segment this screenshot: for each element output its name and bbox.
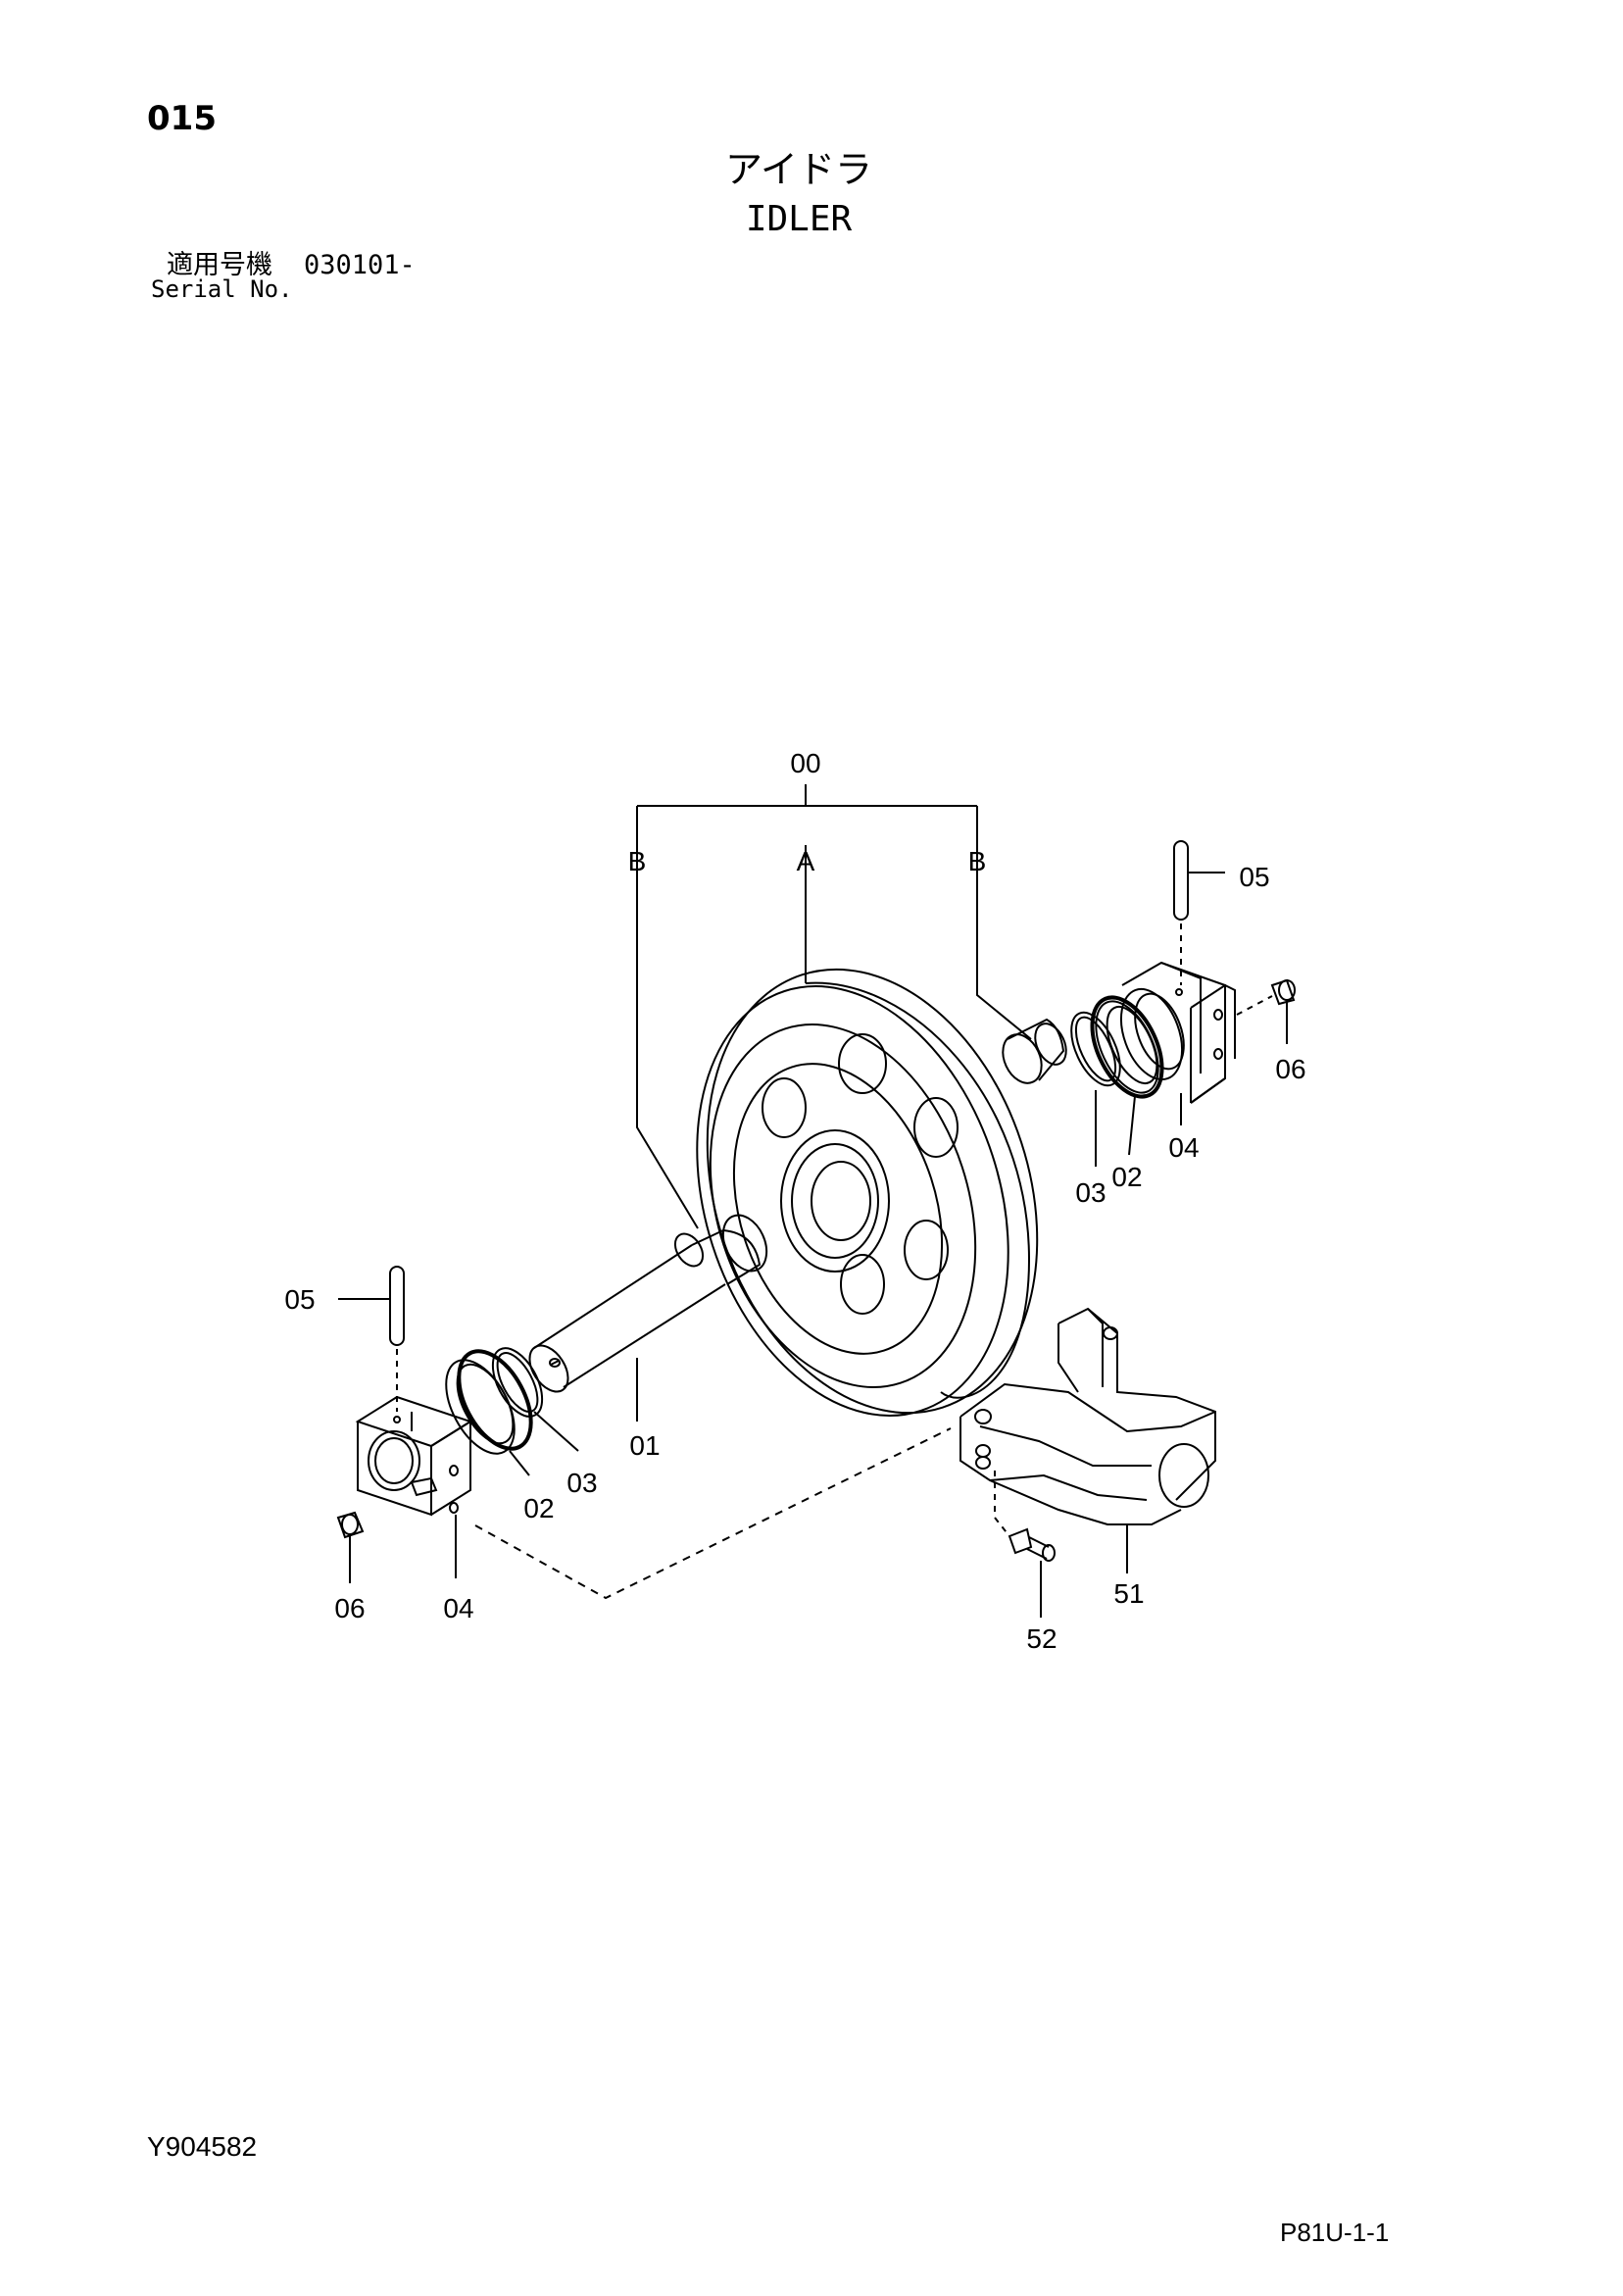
idler-support [959, 1307, 1216, 1525]
title-english: IDLER [745, 199, 853, 239]
callout-support: 51 [1113, 1578, 1144, 1609]
callout-group-b-right: B [968, 846, 987, 876]
callout-collar-left: 04 [443, 1593, 473, 1623]
seal-left [445, 1349, 533, 1455]
callout-shaft: 01 [629, 1430, 660, 1461]
callout-seal-right: 02 [1111, 1162, 1142, 1192]
idler-wheel [696, 845, 1039, 1417]
leader-seal-left [509, 1450, 530, 1476]
callout-group-b-left: B [628, 846, 647, 876]
plug-left [336, 1511, 365, 1539]
drawing-code: Y904582 [147, 2131, 258, 2162]
plug-right [1236, 978, 1296, 1016]
callout-bolt: 52 [1026, 1623, 1057, 1654]
shaft-end-right [1002, 1018, 1067, 1084]
page-code: P81U-1-1 [1280, 2218, 1390, 2247]
callout-group-a: A [797, 846, 815, 876]
leader-oring-left [533, 1411, 579, 1452]
callout-plug-right: 06 [1275, 1054, 1305, 1084]
callout-collar-right: 04 [1168, 1132, 1199, 1163]
title-japanese: アイドラ [724, 148, 873, 191]
collar-right [1119, 961, 1236, 1104]
callout-pin-right: 05 [1239, 862, 1269, 892]
o-ring-left [491, 1347, 544, 1418]
callout-plug-left: 06 [334, 1593, 365, 1623]
mounting-reference-line [474, 1427, 952, 1600]
callout-bracket [636, 784, 978, 845]
callout-oring-left: 03 [566, 1468, 597, 1498]
page-number: 015 [147, 99, 217, 138]
leader-b-left [636, 845, 699, 1229]
callout-pin-left: 05 [284, 1284, 315, 1315]
callout-seal-left: 02 [523, 1493, 554, 1523]
serial-label-japanese: 適用号機 [167, 250, 272, 280]
bolt [994, 1471, 1056, 1562]
leader-seal-right [1128, 1095, 1136, 1156]
leader-b-right [976, 845, 1032, 1040]
callout-oring-right: 03 [1075, 1177, 1106, 1208]
serial-label-english: Serial No. [151, 275, 293, 303]
pin-left [389, 1266, 405, 1412]
pin-right [1173, 840, 1189, 985]
callout-assembly: 00 [790, 748, 820, 778]
serial-number-value: 030101- [304, 250, 416, 280]
seal-right [1090, 995, 1164, 1099]
idler-shaft [528, 1214, 768, 1393]
